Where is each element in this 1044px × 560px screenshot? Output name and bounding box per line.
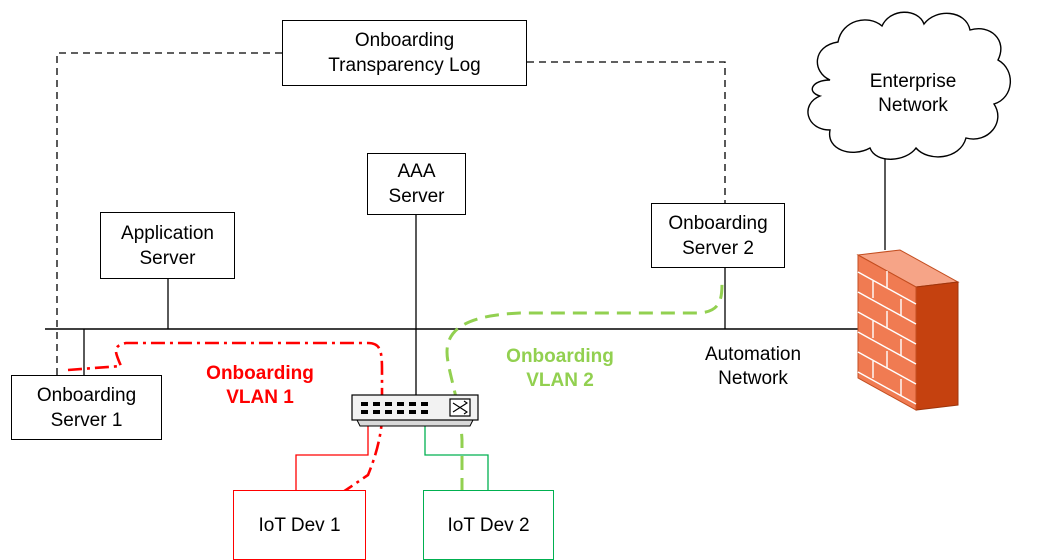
iot-dev-2-link [424,425,489,490]
onboarding-transparency-log-label: Onboarding Transparency Log [328,30,481,76]
onboarding-server-1-label: Onboarding Server 1 [36,384,137,431]
iot-dev-1: IoT Dev 1 [233,490,366,560]
onboarding-vlan-2-label: Onboarding VLAN 2 [506,346,614,391]
iot-dev-2: IoT Dev 2 [423,490,554,560]
application-server-label: Application Server [121,222,214,269]
automation-network-label: Automation Network [704,344,802,389]
log-link-left [56,52,282,375]
onboarding-vlan-1-label: Onboarding VLAN 1 [206,363,314,408]
iot-dev-1-label: IoT Dev 1 [258,514,341,536]
log-link-right [527,61,726,203]
onboarding-transparency-log: Onboarding Transparency Log [282,20,527,86]
application-server: Application Server [100,212,235,279]
enterprise-network-label: Enterprise Network [869,71,957,116]
onboarding-server-2-label: Onboarding Server 2 [668,212,768,259]
firewall-icon [856,249,960,411]
network-switch-icon [351,394,479,427]
iot-dev-1-link [295,425,369,490]
aaa-server: AAA Server [367,153,466,215]
onboarding-server-1: Onboarding Server 1 [11,375,162,440]
onboarding-server-2: Onboarding Server 2 [651,203,785,268]
aaa-server-label: AAA Server [388,161,445,207]
cloud-icon [807,11,1012,160]
iot-dev-2-label: IoT Dev 2 [447,514,530,536]
